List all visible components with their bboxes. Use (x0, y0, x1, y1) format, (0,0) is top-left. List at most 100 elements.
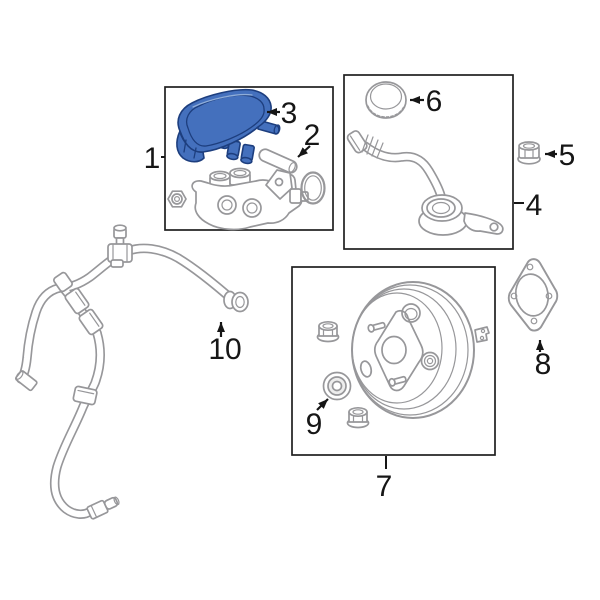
spout-end (273, 124, 281, 135)
cap-outline (365, 81, 407, 119)
face-hole-top-inner (404, 307, 418, 321)
booster-face (351, 292, 443, 404)
nut-lower-top (348, 406, 368, 418)
branch-clamp-b-line (89, 312, 100, 327)
mid-clamp-line (77, 389, 95, 395)
arrow-9 (316, 398, 329, 411)
hose-fill-bottom (51, 329, 104, 518)
left-stub-end (15, 370, 24, 380)
branch-clamp-a-body (64, 287, 90, 315)
port-right-opening (229, 167, 251, 179)
nut-upper-bore (322, 323, 334, 329)
master-cylinder (191, 167, 309, 231)
bottom-connector-ridge (90, 505, 97, 517)
reservoir-cap (365, 81, 407, 119)
callout-1[interactable]: 1 (144, 142, 161, 175)
reservoir-port-stub-b (240, 143, 255, 165)
callout-8[interactable]: 8 (535, 348, 552, 381)
gasket-hole-right (545, 292, 553, 300)
clip-stub-top (113, 224, 127, 232)
port-right-bore (233, 169, 247, 177)
callout-9[interactable]: 9 (306, 408, 323, 441)
port-left-bore (213, 172, 227, 180)
end-fitting-ring (231, 291, 249, 313)
hex-nut-bore (174, 196, 181, 203)
branch-clamp-b-body (78, 308, 104, 336)
clip-foot (110, 259, 124, 268)
bore-front-right (242, 198, 262, 218)
booster-nut-upper (316, 320, 340, 343)
hose-fills (17, 245, 238, 518)
cap-dome (369, 83, 403, 110)
callout-10[interactable]: 10 (208, 333, 241, 366)
reservoir-highlight (192, 93, 253, 108)
roll-pin-bore (288, 162, 296, 173)
bottom-connector-end (113, 496, 120, 506)
hose-left-stub (14, 370, 38, 392)
face-port-ring-outer (420, 351, 440, 371)
hose-top-clip (107, 224, 133, 268)
side-wall-seams (183, 139, 197, 159)
nut-top (518, 141, 540, 151)
filler-tube (346, 130, 446, 201)
bracket-hole (489, 222, 499, 232)
o-ring-seal (300, 171, 326, 205)
stud-bottom-head (388, 377, 396, 387)
face-port-ring-inner (426, 357, 434, 365)
flange-hole (274, 177, 284, 187)
group-box-1 (164, 86, 334, 231)
group-box-7 (291, 266, 496, 456)
fluid-reservoir-highlighted[interactable] (176, 88, 281, 165)
face-hole-top (401, 303, 421, 323)
callout-6[interactable]: 6 (426, 85, 443, 118)
grommet-bore (331, 380, 343, 392)
reservoir-lid-seam (185, 94, 265, 147)
callout-5[interactable]: 5 (559, 139, 576, 172)
bore-front-left-inner (221, 199, 233, 211)
roll-pin-body (258, 148, 298, 174)
tube-ribs (361, 134, 384, 159)
hose-run-top (54, 243, 239, 306)
gasket-hole-bottom (530, 317, 538, 325)
branch-clamp-a-line (75, 291, 86, 306)
hose-bottom-connector (86, 496, 120, 520)
branch-fitting-top (53, 271, 73, 293)
callout-3[interactable]: 3 (281, 97, 298, 130)
cap-knurl (367, 105, 405, 118)
callout-7[interactable]: 7 (376, 470, 393, 503)
plate-center-hole (381, 335, 407, 365)
reservoir-roll-pin (258, 148, 298, 174)
port-left-opening (209, 170, 231, 182)
callout-2[interactable]: 2 (304, 119, 321, 152)
vacuum-hose-assembly (14, 224, 249, 520)
bracket-hole-a (480, 328, 486, 334)
cylinder-hex-nut (167, 190, 187, 208)
callout-4[interactable]: 4 (526, 189, 543, 222)
arrow-2 (297, 145, 311, 158)
hose-end-fitting (223, 290, 249, 313)
booster-stud-bottom (388, 375, 407, 387)
hose-mid-clamp (72, 385, 98, 406)
gasket-hole-left (510, 292, 518, 300)
nut-top-bore (522, 143, 536, 149)
booster-plate (374, 309, 424, 392)
face-port-ring-mid (423, 354, 437, 368)
hex-nut-outline (167, 190, 187, 208)
branch-clamp-a (64, 287, 90, 315)
group-box-4 (343, 74, 514, 250)
gasket-outline (507, 258, 559, 332)
pot-ring (426, 198, 456, 218)
port-stub-a-end (226, 152, 239, 161)
branch-clamp-b (78, 308, 104, 336)
left-stub-body (14, 370, 38, 392)
o-ring-inner (304, 175, 322, 201)
mounting-flange (265, 169, 293, 200)
branch-fitting-top-body (53, 271, 73, 293)
bore-front-right-inner (246, 202, 258, 214)
bore-front-left (217, 195, 237, 215)
pot-bracket (463, 212, 504, 235)
tube-fill (361, 142, 445, 200)
nut-upper-top (318, 320, 338, 332)
